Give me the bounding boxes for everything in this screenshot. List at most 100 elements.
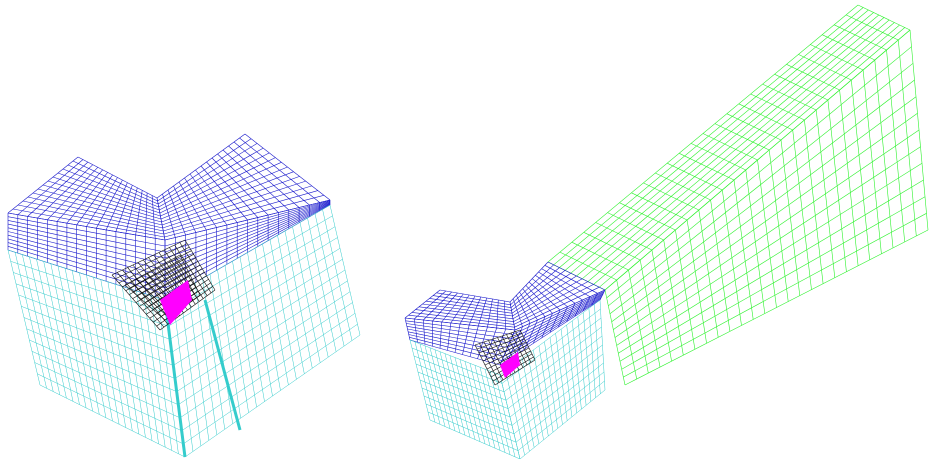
extension-top-line: [570, 14, 879, 274]
top-left-wing-line: [57, 172, 160, 211]
side-right-line: [509, 344, 603, 418]
top-right-wing-line: [511, 272, 571, 314]
top-front-right-line: [164, 204, 331, 295]
inner-core-mesh: [111, 239, 216, 331]
side-left-line: [427, 411, 519, 451]
top-front-right-line: [164, 202, 331, 271]
inner-core-mesh-2-line: [136, 266, 187, 296]
side-right-line: [171, 248, 341, 353]
extension-side-line: [621, 196, 926, 370]
top-left-wing-line: [436, 292, 511, 306]
inner-core-mesh-line: [482, 341, 527, 362]
top-left-wing-line: [12, 208, 165, 238]
top-right-wing-line: [160, 166, 288, 220]
inner-core-mesh-2-line: [128, 258, 183, 289]
side-right-line: [169, 237, 338, 340]
top-front-left-line: [409, 337, 502, 361]
top-right-wing-line: [162, 176, 300, 226]
inner-core-mesh-line: [480, 338, 525, 358]
inner-core-mesh-line: [115, 243, 188, 280]
top-front-right-line: [507, 294, 603, 348]
side-left-line: [417, 371, 509, 409]
inner-core-mesh-line: [478, 335, 524, 354]
side-right-line: [503, 317, 602, 392]
extension-top-line: [582, 19, 890, 280]
inner-core-mesh-line: [125, 254, 194, 291]
top-front-left-line: [406, 326, 510, 344]
top-left-wing-line: [77, 156, 158, 199]
side-right-line: [184, 334, 361, 458]
top-front-left-line: [7, 246, 166, 295]
extension-side: [604, 29, 929, 386]
top-front-left-line: [409, 339, 501, 366]
side-right-line: [513, 362, 604, 434]
top-front-right-line: [164, 200, 331, 247]
extension-top-line: [547, 4, 859, 263]
side-left-line: [429, 419, 521, 459]
inner-core-mesh-2-line: [132, 262, 185, 293]
top-left-wing-line: [408, 314, 515, 328]
side-right-line: [519, 389, 606, 459]
top-right-wing-line: [158, 147, 264, 208]
top-front-left-line: [407, 328, 508, 348]
top-front-left: [404, 317, 516, 366]
corner-edge-2: [203, 299, 242, 431]
extension-top-line: [553, 7, 864, 266]
inner-core-mesh-line: [159, 289, 216, 331]
top-right-wing-line: [510, 267, 560, 308]
side-right-line: [501, 308, 601, 384]
top-front-right-line: [512, 291, 605, 335]
inner-core-mesh-line: [132, 261, 199, 299]
extension-top-line: [599, 27, 905, 288]
inner-core-mesh-2-line: [124, 254, 181, 286]
extension-top-line: [564, 12, 874, 271]
extension-top-line: [559, 9, 869, 268]
extension-side-line: [613, 113, 918, 330]
side-left-line: [29, 339, 179, 405]
top-right-wing-line: [513, 284, 594, 325]
top-front-right-line: [164, 201, 331, 265]
top-front-left-line: [408, 331, 506, 353]
inner-core-mesh-line: [476, 332, 522, 350]
extension-side-line: [618, 163, 923, 354]
extension-side-line: [616, 146, 921, 346]
top-left-wing-line: [422, 303, 513, 317]
top-right-wing-line: [510, 264, 554, 306]
top-front-right-line: [164, 200, 331, 253]
top-front-left-line: [7, 223, 166, 259]
top-right-wing-line: [159, 152, 270, 211]
side-left-line: [421, 387, 513, 426]
top-right-wing-line: [162, 180, 306, 229]
top-left-wing-line: [425, 300, 513, 314]
top-right-wing-line: [164, 195, 324, 238]
top-right-wing-line: [513, 281, 589, 322]
top-front-right-line: [514, 289, 606, 331]
side-left-line: [415, 363, 507, 401]
side-left-line: [39, 384, 186, 458]
top-left-wing-line: [32, 192, 163, 226]
top-left-wing: [7, 156, 166, 241]
side-right-line: [183, 323, 358, 445]
top-front-right-line: [164, 203, 331, 289]
top-front-left-line: [7, 212, 166, 241]
top-left-wing-line: [439, 289, 511, 303]
top-left-wing-line: [62, 168, 159, 208]
top-left-wing-line: [415, 309, 514, 322]
top-left-wing-line: [42, 184, 162, 220]
top-front-left-line: [408, 334, 504, 357]
top-right-wing-line: [163, 190, 318, 235]
top-front-left-line: [7, 242, 166, 289]
extension-top-line: [587, 22, 895, 282]
top-right-wing-line: [159, 157, 276, 214]
side-right-line: [517, 380, 605, 451]
side-left: [7, 249, 186, 458]
right-mesh-panel: [404, 4, 929, 459]
side-left-line: [411, 347, 503, 384]
extension-side-line: [624, 229, 929, 386]
side-right-line: [507, 335, 603, 409]
top-left-wing-line: [37, 188, 162, 223]
extension-side-line: [604, 29, 911, 291]
top-right-wing-line: [511, 270, 566, 311]
top-right-wing-line: [163, 185, 312, 232]
side-left-line: [423, 395, 515, 435]
